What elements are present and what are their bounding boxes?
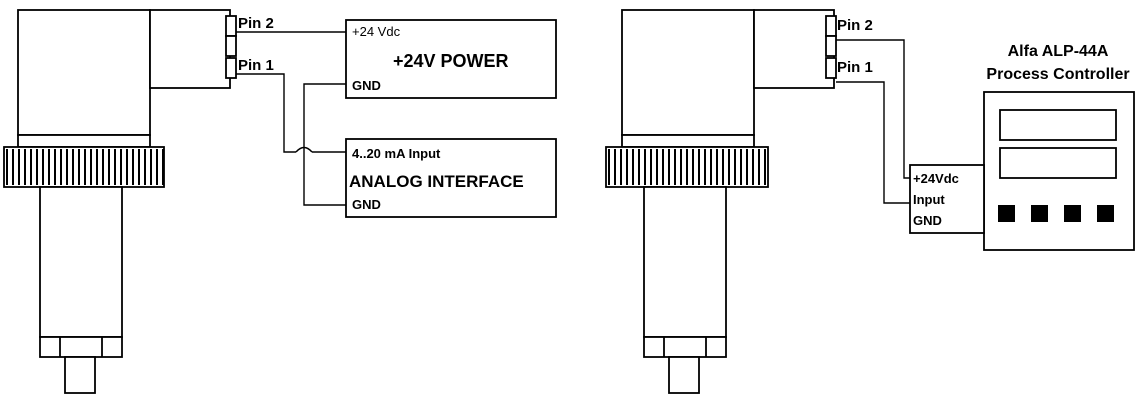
right-pressure-sensor xyxy=(605,9,837,394)
controller-key-3 xyxy=(1064,205,1081,222)
power-plus24-label: +24 Vdc xyxy=(352,24,401,39)
right-fitting xyxy=(643,336,727,358)
left-pin1-terminal xyxy=(225,57,237,79)
analog-input-label: 4..20 mA Input xyxy=(352,146,441,161)
analog-interface-box: 4..20 mA Input ANALOG INTERFACE GND xyxy=(345,138,557,218)
right-pin1-terminal xyxy=(825,57,837,79)
left-pin2-label: Pin 2 xyxy=(238,15,274,32)
analog-gnd-label: GND xyxy=(352,197,381,212)
power-supply-box: +24 Vdc +24V POWER GND xyxy=(345,19,557,99)
controller-display-top xyxy=(999,109,1117,141)
right-sensor-neck xyxy=(621,134,755,148)
left-connector-housing xyxy=(17,9,151,136)
terminal-input-label: Input xyxy=(913,192,945,207)
right-port xyxy=(668,356,700,394)
left-sensor-body xyxy=(39,186,123,338)
right-connector-housing xyxy=(621,9,755,136)
power-gnd-label: GND xyxy=(352,78,381,93)
left-fitting xyxy=(39,336,123,358)
controller-key-1 xyxy=(998,205,1015,222)
right-connector-plug xyxy=(753,9,835,89)
controller-key-4 xyxy=(1097,205,1114,222)
right-pin2-label: Pin 2 xyxy=(837,17,873,34)
controller-display-bottom xyxy=(999,147,1117,179)
left-pin-mid-terminal xyxy=(225,35,237,57)
right-wiring xyxy=(836,39,910,204)
left-port xyxy=(64,356,96,394)
controller-title-line2: Process Controller xyxy=(986,66,1129,83)
right-pin-mid-terminal xyxy=(825,35,837,57)
right-knurl-pattern xyxy=(608,149,766,185)
terminal-gnd-label: GND xyxy=(913,213,942,228)
left-wiring xyxy=(236,31,346,206)
left-connector-plug xyxy=(149,9,231,89)
terminal-plus24-label: +24Vdc xyxy=(913,171,959,186)
process-controller: +24Vdc Input GND xyxy=(909,91,1135,251)
right-sensor-body xyxy=(643,186,727,338)
power-title: +24V POWER xyxy=(393,51,509,71)
left-knurl-pattern xyxy=(6,149,164,185)
left-pin2-terminal xyxy=(225,15,237,37)
controller-title-line1: Alfa ALP-44A xyxy=(1008,43,1109,60)
right-pin2-terminal xyxy=(825,15,837,37)
analog-title: ANALOG INTERFACE xyxy=(349,172,524,191)
controller-key-2 xyxy=(1031,205,1048,222)
left-sensor-neck xyxy=(17,134,151,148)
left-pin1-label: Pin 1 xyxy=(238,57,274,74)
right-pin1-label: Pin 1 xyxy=(837,59,873,76)
left-pressure-sensor xyxy=(3,9,237,394)
controller-terminal-block xyxy=(909,164,985,234)
